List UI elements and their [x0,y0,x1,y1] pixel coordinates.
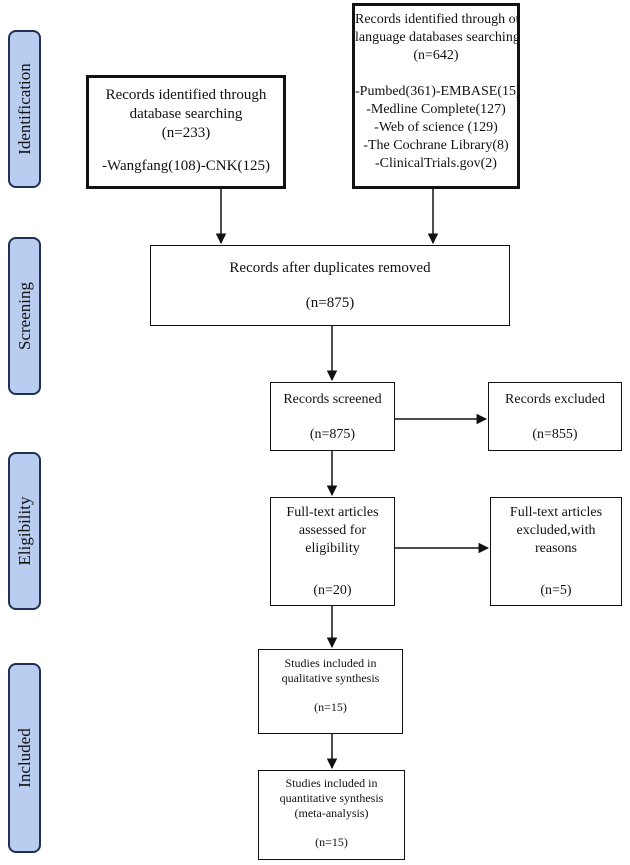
quantitative-line3: (meta-analysis) [294,806,369,820]
fulltext-assessed-line1: Full-text articles [286,505,379,520]
fulltext-assessed-line3: eligibility [305,541,360,556]
fulltext-excluded-count: (n=5) [540,583,572,598]
box-other-database-search: Records identified through other languag… [352,3,520,189]
duplicates-removed-count: (n=875) [305,295,355,311]
quantitative-count: (n=15) [315,835,348,849]
db-search-line1: Records identified through [105,87,267,103]
db-search-detail: -Wangfang(108)-CNK(125) [102,158,270,174]
qualitative-count: (n=15) [314,700,347,714]
fulltext-excluded-line1: Full-text articles [509,505,603,520]
other-search-line2: language databases searching [355,30,520,45]
box-records-screened: Records screened (n=875) [270,382,395,451]
fulltext-assessed-line2: assessed for [298,523,367,538]
phase-eligibility: Eligibility [8,452,41,610]
records-screened-count: (n=875) [309,427,356,442]
other-search-item: -Pumbed(361)-EMBASE(15) [355,84,520,99]
box-fulltext-excluded: Full-text articles excluded,with reasons… [490,497,622,606]
fulltext-excluded-line2: excluded,with [516,523,596,538]
box-records-excluded: Records excluded (n=855) [488,382,622,451]
phase-screening: Screening [8,237,41,395]
db-search-count: (n=233) [161,125,211,141]
other-search-item: -ClinicalTrials.gov(2) [375,156,497,171]
box-database-search: Records identified through database sear… [86,75,286,189]
box-duplicates-removed: Records after duplicates removed (n=875) [150,245,510,326]
fulltext-assessed-count: (n=20) [313,583,352,598]
fulltext-excluded-line3: reasons [535,541,577,556]
phase-identification: Identification [8,30,41,188]
records-excluded-label: Records excluded [505,392,605,407]
duplicates-removed-label: Records after duplicates removed [229,260,431,276]
other-search-line1: Records identified through other [355,12,520,27]
other-search-item: -Web of science (129) [374,120,498,135]
other-search-count: (n=642) [413,48,459,63]
records-screened-label: Records screened [283,392,382,407]
other-search-item: -The Cochrane Library(8) [363,138,509,153]
other-search-item: -Medline Complete(127) [366,102,506,117]
box-qualitative-synthesis: Studies included in qualitative synthesi… [258,649,403,734]
db-search-line2: database searching [129,106,243,122]
quantitative-line2: quantitative synthesis [279,791,384,805]
quantitative-line1: Studies included in [285,776,378,790]
phase-included: Included [8,663,41,853]
box-fulltext-assessed: Full-text articles assessed for eligibil… [270,497,395,606]
qualitative-line1: Studies included in [284,656,377,670]
qualitative-line2: qualitative synthesis [281,671,380,685]
box-quantitative-synthesis: Studies included in quantitative synthes… [258,770,405,860]
records-excluded-count: (n=855) [532,427,578,442]
